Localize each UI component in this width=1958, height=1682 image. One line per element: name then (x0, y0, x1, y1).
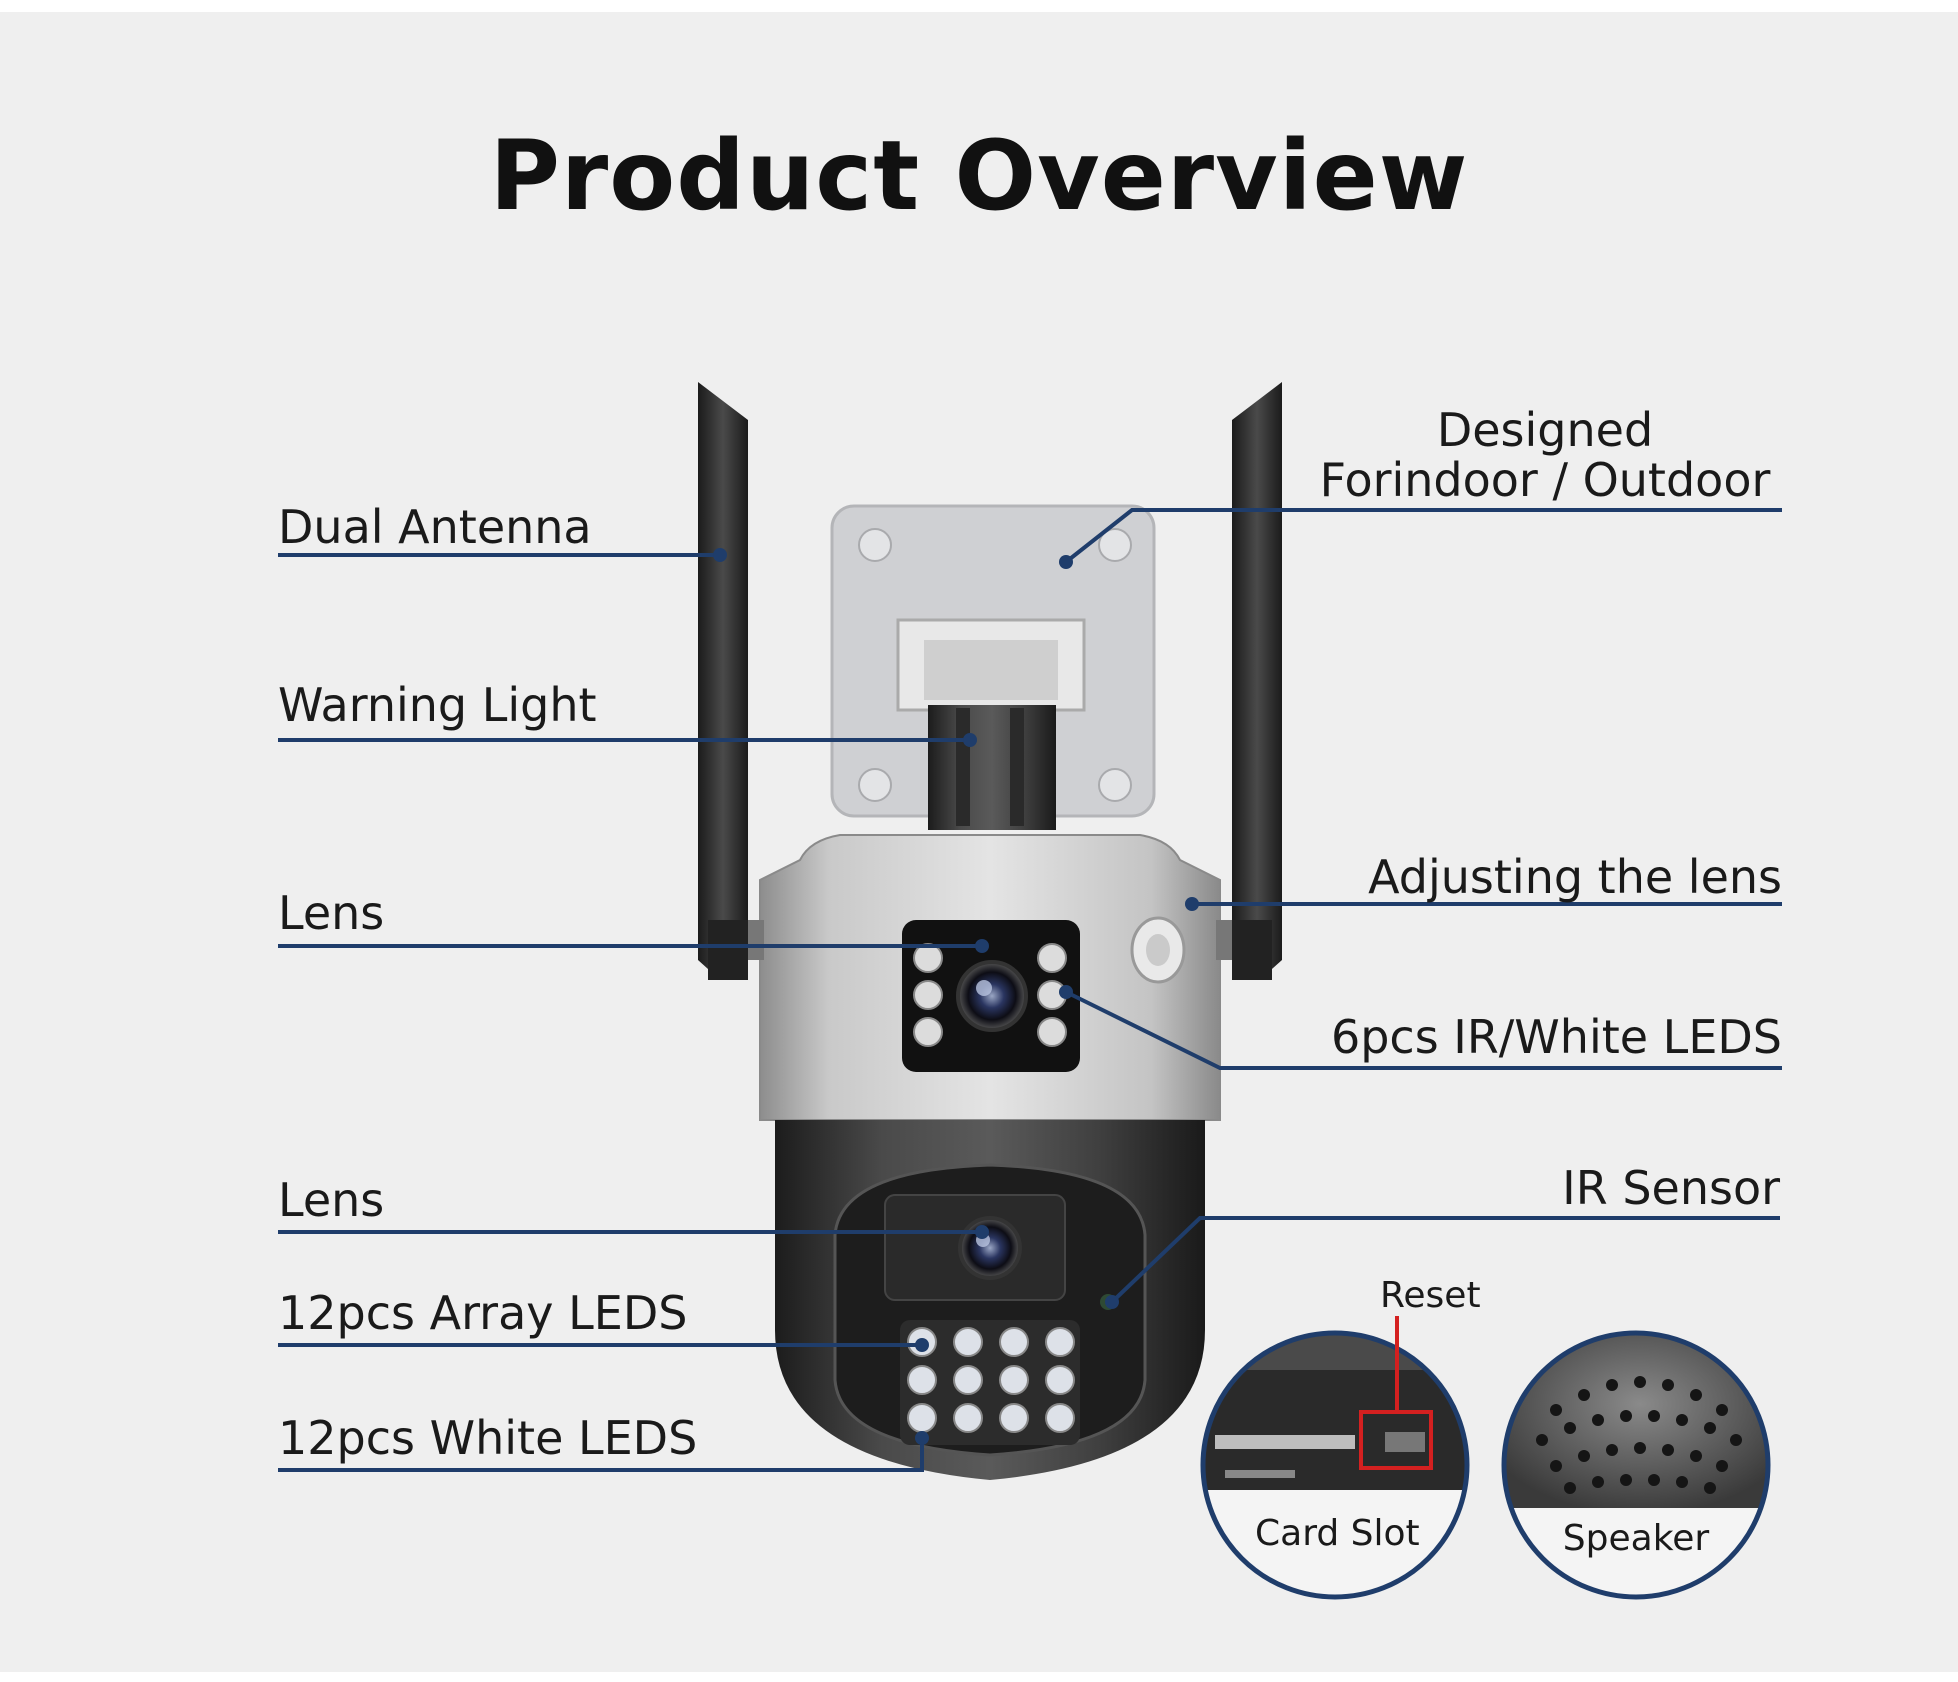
label-array-leds: 12pcs Array LEDS (278, 1286, 688, 1340)
leader-ir-white-leds (1065, 990, 1782, 1070)
lower-dome (775, 1120, 1205, 1480)
lower-led-grid (907, 1327, 1075, 1433)
upper-housing (748, 834, 1232, 1121)
label-warning-light: Warning Light (278, 678, 597, 732)
label-ir-sensor: IR Sensor (1562, 1161, 1780, 1215)
label-lens-top: Lens (278, 886, 385, 940)
card-slot-inset (1200, 1316, 1470, 1600)
label-ir-white-leds: 6pcs IR/White LEDS (1330, 1010, 1782, 1064)
label-reset: Reset (1380, 1275, 1481, 1316)
upper-led-group (913, 943, 1067, 1047)
label-designed-line1: Designed (1436, 403, 1654, 457)
antenna-right (1232, 382, 1282, 980)
antenna-left (698, 382, 748, 980)
speaker-inset (1501, 1330, 1771, 1600)
leader-dots (713, 548, 1199, 1445)
page-title: Product Overview (489, 120, 1469, 232)
label-speaker: Speaker (1562, 1518, 1710, 1559)
label-lens-bottom: Lens (278, 1173, 385, 1227)
leader-ir-sensor (1110, 1216, 1780, 1304)
label-adjusting-lens: Adjusting the lens (1368, 850, 1782, 904)
label-white-leds: 12pcs White LEDS (278, 1411, 698, 1465)
label-designed-line2: Forindoor / Outdoor (1319, 453, 1771, 507)
label-dual-antenna: Dual Antenna (278, 500, 592, 554)
leader-white-leds (278, 1438, 924, 1472)
label-card-slot: Card Slot (1255, 1513, 1420, 1554)
leader-designed (1064, 508, 1782, 564)
leader-lines (278, 508, 1782, 1472)
mount-plate (830, 504, 1156, 830)
